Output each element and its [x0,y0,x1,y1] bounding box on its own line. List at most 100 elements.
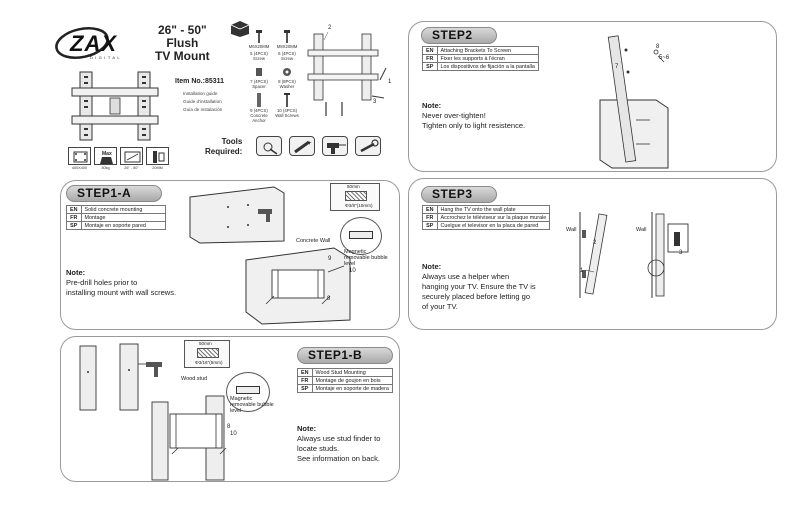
step3-hang-side-view-1 [579,212,608,298]
step1b-mount-on-studs-illustration [151,395,227,481]
step1b-note-line: See information on back. [297,454,380,463]
step1a-depth-label: 50mm [347,184,360,189]
step3-note-line: hanging your TV. Ensure the TV is [422,282,536,291]
lang-code: FR [66,213,82,222]
product-title-size: 26" - 50" [157,23,207,37]
max-load-spec-label: 30kg [101,166,110,170]
part-9-name: Concrete Anchor [250,113,268,123]
product-title-name: TV Mount [155,49,210,63]
step3-text-fr: Accrochez le téléviseur sur la plaque mu… [436,213,551,222]
lang-code: EN [66,205,82,214]
step2-callout-7: 7 [615,64,619,70]
part-6-name: Screw [281,56,293,61]
step2-note-line: Never over-tighten! [422,111,486,120]
step1b-level-inset [226,372,270,412]
step3-note-line: of your TV. [422,302,458,311]
part-5-name: Screw [253,56,265,61]
tools-label-line2: Required: [205,147,243,156]
step2-note-title: Note: [422,101,442,110]
screen-size-spec-label: 26" - 50" [124,166,139,170]
screw-m8-icon [284,30,290,43]
drill-tool-icon [322,136,348,156]
step1a-depth-box: 50mm Φ3/8"(10mm) [330,183,380,211]
step2-note: Note: Never over-tighten! Tighten only t… [422,101,525,131]
parts-box-icon [230,21,250,37]
product-title: 26" - 50" Flush TV Mount [155,24,210,63]
tv-mount-illustration [71,71,159,141]
step1b-level-label: Magnetic removable bubble level [230,396,274,414]
step1a-text-sp: Montaje en soporte pared [80,221,166,230]
step3-callout-1: 1 [580,268,584,274]
washer-icon [283,68,291,76]
mount-parts-diagram [307,31,387,116]
part-10-qty: 10 (4PCS) [276,108,298,113]
lang-code: FR [422,213,438,222]
step1b-note-line: Always use stud finder to [297,434,381,443]
lang-code: FR [422,54,438,63]
step3-text-en: Hang the TV onto the wall plate [436,205,551,214]
step2-illustration [599,35,669,169]
vesa-spec-icon [68,147,91,165]
zax-logo-graphic [55,27,109,59]
step2-callout-8: 8 [656,44,660,50]
guide-fr: Guide d'installation [183,99,222,104]
bubble-level-icon [349,231,373,239]
profile-spec-icon [146,147,169,165]
lang-code: SP [297,384,313,393]
bubble-level-icon [236,386,260,394]
step1b-text-en: Wood Stud Mounting [311,368,393,377]
step2-callout-5-6: 5~6 [659,55,670,61]
screen-size-spec-icon [120,147,143,165]
step1b-title: STEP1-B [297,347,393,364]
step1b-note-title: Note: [297,424,317,433]
brand-logo: ZAX DIGITAL [52,26,130,62]
step1a-level-inset [340,217,382,255]
part-9-qty: 9 (4PCS) [250,108,268,113]
step1a-note-line: installing mount with wall screws. [66,288,177,297]
step3-callout-2: 2 [593,240,597,246]
step3-note: Note: Always use a helper when hanging y… [422,262,536,312]
step1a-level-label: Magnetic removable bubble level [344,249,388,267]
tools-required-label: Tools Required: [205,137,242,157]
part-screw-m8-size: M8X20MM [276,44,298,49]
step3-hang-side-view-2 [647,212,689,298]
profile-spec-label: 20MM [152,166,163,170]
part-8-name: Washer [279,84,295,89]
step1b-note-line: locate studs. [297,444,340,453]
step2-text-en: Attaching Brackets To Screen [436,46,539,55]
step1a-text-en: Solid concrete mounting [80,205,166,214]
concrete-anchor-icon [257,93,261,107]
max-load-spec-icon: Max [94,147,117,165]
lang-code: SP [422,62,438,71]
max-load-top-label: Max [102,151,112,157]
step1b-note: Note: Always use stud finder to locate s… [297,424,380,464]
step1b-stud-drill-illustration [79,343,162,411]
socket-wrench-tool-icon [355,136,381,156]
step3-callout-3: 3 [679,250,683,256]
part-10-name: Wall Screws [275,113,299,118]
step3-wall-label-2: Wall [636,227,647,233]
lang-code: SP [66,221,82,230]
step2-text-sp: Los dispositivos de fijación a la pantal… [436,62,539,71]
concrete-wall-label: Concrete Wall [296,238,331,244]
step1b-drill-size-label: Φ3/16"(5mm) [195,360,223,365]
step2-title: STEP2 [421,27,497,44]
part-5-qty: 5 (4PCS) [250,51,268,56]
item-number: Item No.:85311 [175,78,225,85]
guide-en: Installation guide [183,91,218,96]
screwdriver-tool-icon: + [289,136,315,156]
step1a-text-fr: Montage [80,213,166,222]
lang-code: EN [297,368,313,377]
step3-note-line: Always use a helper when [422,272,510,281]
